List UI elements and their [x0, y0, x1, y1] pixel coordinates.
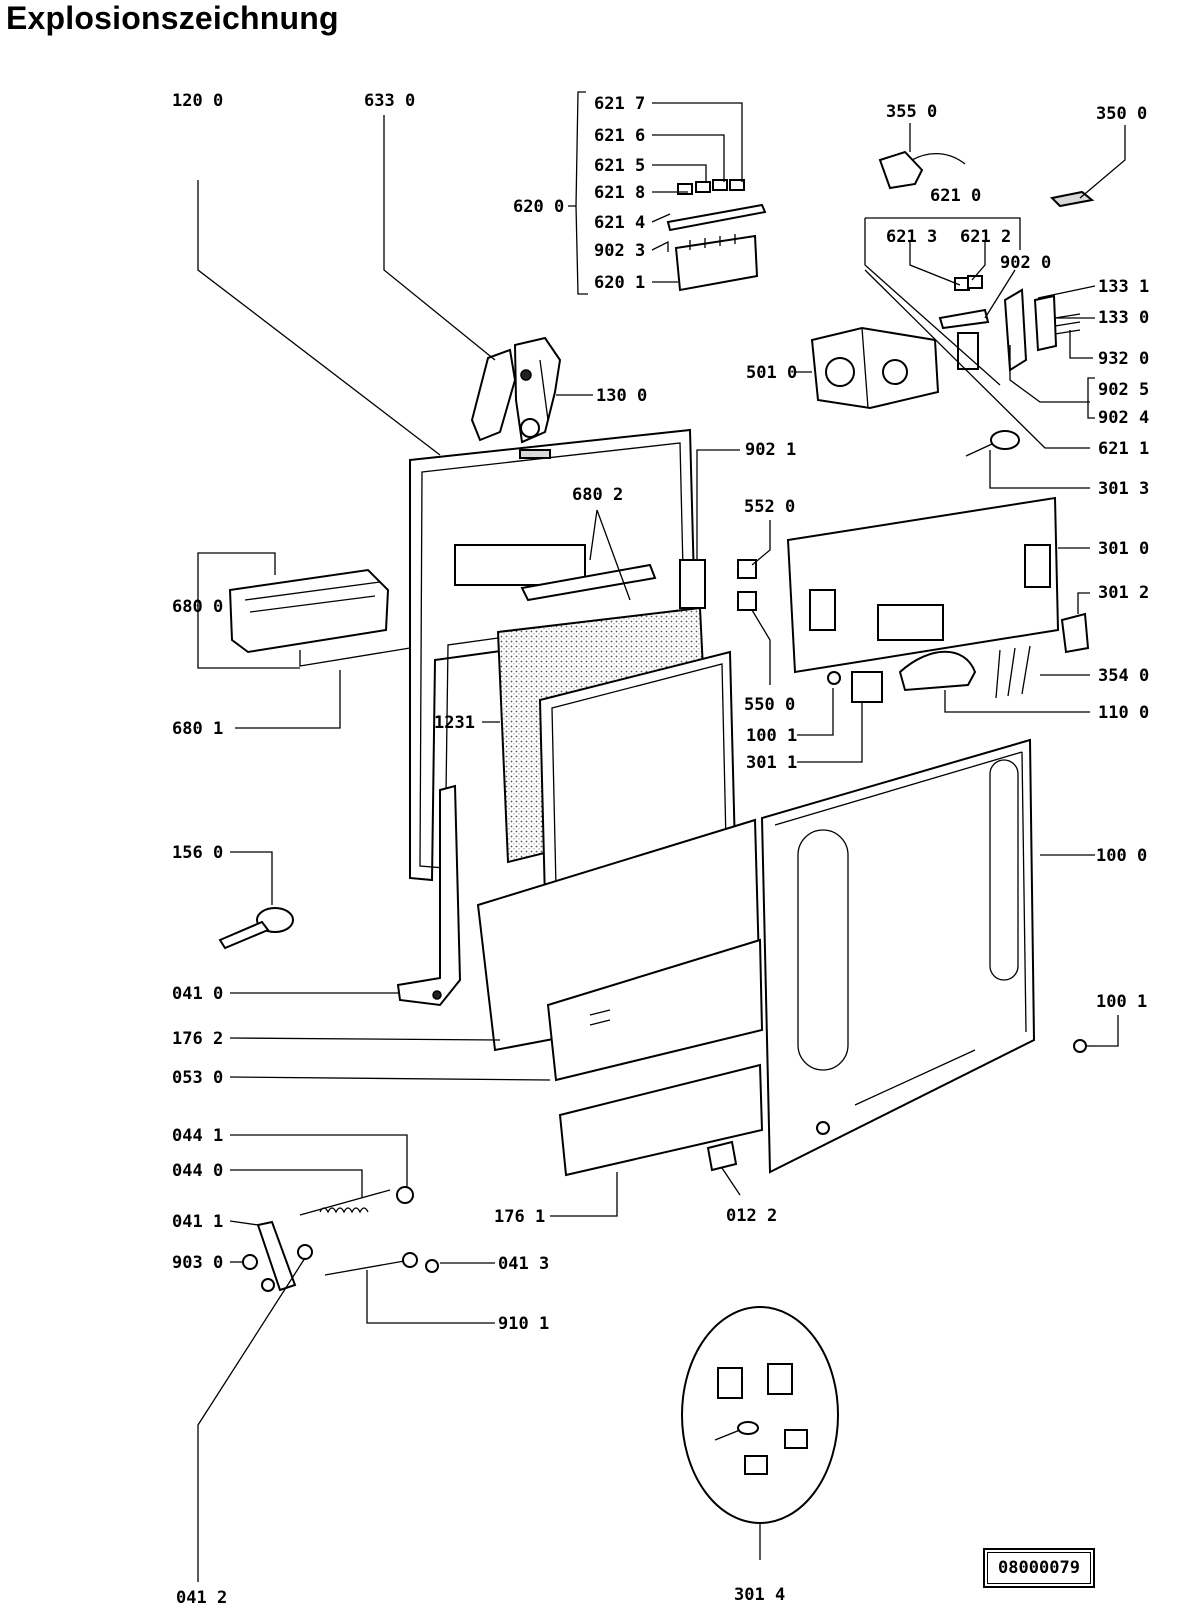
label-100-0: 100 0 [1096, 846, 1147, 866]
label-680-0: 680 0 [172, 597, 223, 617]
small-chip-part [1049, 190, 1095, 208]
label-355-0: 355 0 [886, 102, 937, 122]
drawing-number-box: 08000079 [983, 1548, 1095, 1588]
small-covers-part [827, 612, 1090, 703]
label-932-0: 932 0 [1098, 349, 1149, 369]
hinge-lever-part [470, 336, 562, 444]
front-door-panel-part [538, 650, 737, 902]
label-133-1: 133 1 [1098, 277, 1149, 297]
label-301-4: 301 4 [734, 1585, 785, 1605]
hinge-bar-part [396, 784, 462, 1007]
control-panel-part [786, 496, 1060, 674]
label-120-0: 120 0 [172, 91, 223, 111]
label-133-0: 133 0 [1098, 308, 1149, 328]
label-501-0: 501 0 [746, 363, 797, 383]
label-100-1-right: 100 1 [1096, 992, 1147, 1012]
label-621-2: 621 2 [960, 227, 1011, 247]
timer-unit-part [810, 326, 940, 410]
label-550-0: 550 0 [744, 695, 795, 715]
label-301-1: 301 1 [746, 753, 797, 773]
key-part [965, 430, 1020, 457]
drawing-number: 08000079 [998, 1558, 1080, 1578]
page-title: Explosionszeichnung [6, 0, 339, 36]
label-621-4: 621 4 [594, 213, 645, 233]
label-156-0: 156 0 [172, 843, 223, 863]
label-621-3: 621 3 [886, 227, 937, 247]
label-053-0: 053 0 [172, 1068, 223, 1088]
label-902-1: 902 1 [745, 440, 796, 460]
relay-strip-part [666, 179, 767, 292]
clip-part [706, 1140, 738, 1172]
label-620-1: 620 1 [594, 273, 645, 293]
door-frame-part [409, 428, 697, 882]
label-620-0: 620 0 [513, 197, 564, 217]
outer-door-part [760, 738, 1036, 1174]
label-301-0: 301 0 [1098, 539, 1149, 559]
label-012-2: 012 2 [726, 1206, 777, 1226]
label-041-0: 041 0 [172, 984, 223, 1004]
label-044-0: 044 0 [172, 1161, 223, 1181]
label-621-1: 621 1 [1098, 439, 1149, 459]
label-902-4: 902 4 [1098, 408, 1149, 428]
label-130-0: 130 0 [596, 386, 647, 406]
label-621-5: 621 5 [594, 156, 645, 176]
part-number-labels: 120 0 633 0 621 7 621 6 621 5 621 8 620 … [172, 91, 1149, 1608]
lever-part [218, 907, 294, 950]
label-041-2: 041 2 [176, 1588, 227, 1608]
spring-assembly-part [242, 1186, 439, 1292]
label-110-0: 110 0 [1098, 703, 1149, 723]
label-621-6: 621 6 [594, 126, 645, 146]
label-301-2: 301 2 [1098, 583, 1149, 603]
label-621-0: 621 0 [930, 186, 981, 206]
label-176-2: 176 2 [172, 1029, 223, 1049]
screw-part [1073, 1039, 1095, 1053]
label-301-3: 301 3 [1098, 479, 1149, 499]
programme-selector-part [228, 568, 411, 667]
leader-lines [197, 91, 1126, 1582]
label-680-2: 680 2 [572, 485, 623, 505]
label-1231: 1231 [434, 713, 475, 733]
label-350-0: 350 0 [1096, 104, 1147, 124]
label-903-0: 903 0 [172, 1253, 223, 1273]
label-044-1: 044 1 [172, 1126, 223, 1146]
label-041-3: 041 3 [498, 1254, 549, 1274]
label-902-3: 902 3 [594, 241, 645, 261]
cable-plug-part [878, 150, 966, 190]
label-633-0: 633 0 [364, 91, 415, 111]
label-176-1: 176 1 [494, 1207, 545, 1227]
label-621-7: 621 7 [594, 94, 645, 114]
label-680-1: 680 1 [172, 719, 223, 739]
label-552-0: 552 0 [744, 497, 795, 517]
label-910-1: 910 1 [498, 1314, 549, 1334]
label-041-1: 041 1 [172, 1212, 223, 1232]
detail-circle-part [681, 1306, 839, 1524]
label-902-5: 902 5 [1098, 380, 1149, 400]
label-902-0: 902 0 [1000, 253, 1051, 273]
label-621-8: 621 8 [594, 183, 645, 203]
label-100-1: 100 1 [746, 726, 797, 746]
lower-frame-part [476, 818, 764, 1177]
label-354-0: 354 0 [1098, 666, 1149, 686]
button-parts [679, 559, 757, 611]
